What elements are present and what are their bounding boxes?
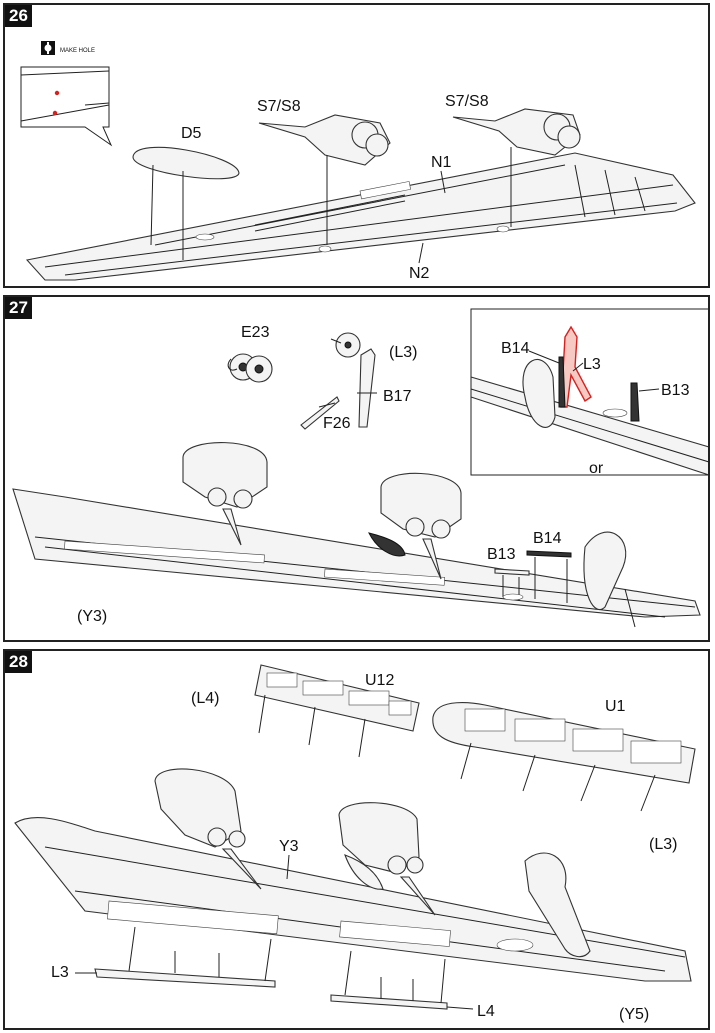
label-d5: D5 (181, 125, 202, 142)
step-number: 26 (5, 5, 32, 27)
inset-box (470, 308, 708, 476)
label-b17: B17 (383, 388, 412, 405)
step-number: 27 (5, 297, 32, 319)
engine-pod-right (338, 802, 436, 916)
label-l4: L4 (477, 1003, 495, 1020)
label-n2: N2 (409, 265, 430, 282)
part-u12 (254, 664, 420, 758)
hole-callout (20, 66, 113, 147)
label-e23: E23 (241, 324, 270, 341)
label-y5: (Y5) (619, 1006, 649, 1023)
label-b13: B13 (487, 546, 516, 563)
engine-pod-left (154, 768, 262, 890)
label-l3-inset: L3 (583, 356, 601, 373)
step-28-diagram: (L4) U12 U1 (L3) (14, 664, 696, 1023)
label-l3-ref: (L3) (649, 836, 677, 853)
step-27-diagram: E23 (L3) B17 F26 B14 L3 B13 or (12, 308, 708, 628)
engine-pod-right (368, 472, 462, 580)
label-l3: L3 (51, 964, 69, 981)
label-u1: U1 (605, 698, 626, 715)
part-l4 (330, 950, 474, 1010)
part-l3 (94, 926, 276, 988)
label-f26: F26 (323, 415, 351, 432)
engine-pod-left (258, 114, 391, 245)
part-b14 (526, 550, 572, 603)
note-text: MAKE HOLE (60, 48, 95, 54)
step-27-panel: 27 E23 (L3) B17 F26 (3, 295, 710, 642)
step-26-panel: 26 MAKE HOLE (3, 3, 710, 288)
label-s7s8-left: S7/S8 (257, 98, 301, 115)
step-28-panel: 28 (L4) U12 U1 (L3) (3, 649, 710, 1030)
drill-icon (41, 41, 55, 55)
engine-pod-left (182, 442, 268, 546)
label-y3: Y3 (279, 838, 299, 855)
label-b13-inset: B13 (661, 382, 690, 399)
step-26-diagram: MAKE HOLE (20, 41, 696, 282)
label-or: or (589, 460, 604, 477)
part-u1 (432, 702, 696, 812)
label-n1: N1 (431, 154, 452, 171)
label-l4-ref: (L4) (191, 690, 219, 707)
label-b14-inset: B14 (501, 340, 530, 357)
engine-pod-right (452, 108, 581, 227)
label-y3: (Y3) (77, 608, 107, 625)
label-b14: B14 (533, 530, 562, 547)
label-u12: U12 (365, 672, 394, 689)
wing (14, 816, 692, 982)
wing (25, 152, 696, 281)
wing (12, 488, 701, 628)
part-b17 (300, 332, 377, 430)
step-number: 28 (5, 651, 32, 673)
label-l3-ref: (L3) (389, 344, 417, 361)
part-b13 (494, 568, 530, 601)
part-e23 (227, 353, 273, 383)
label-s7s8-right: S7/S8 (445, 93, 489, 110)
part-d5 (132, 146, 240, 260)
